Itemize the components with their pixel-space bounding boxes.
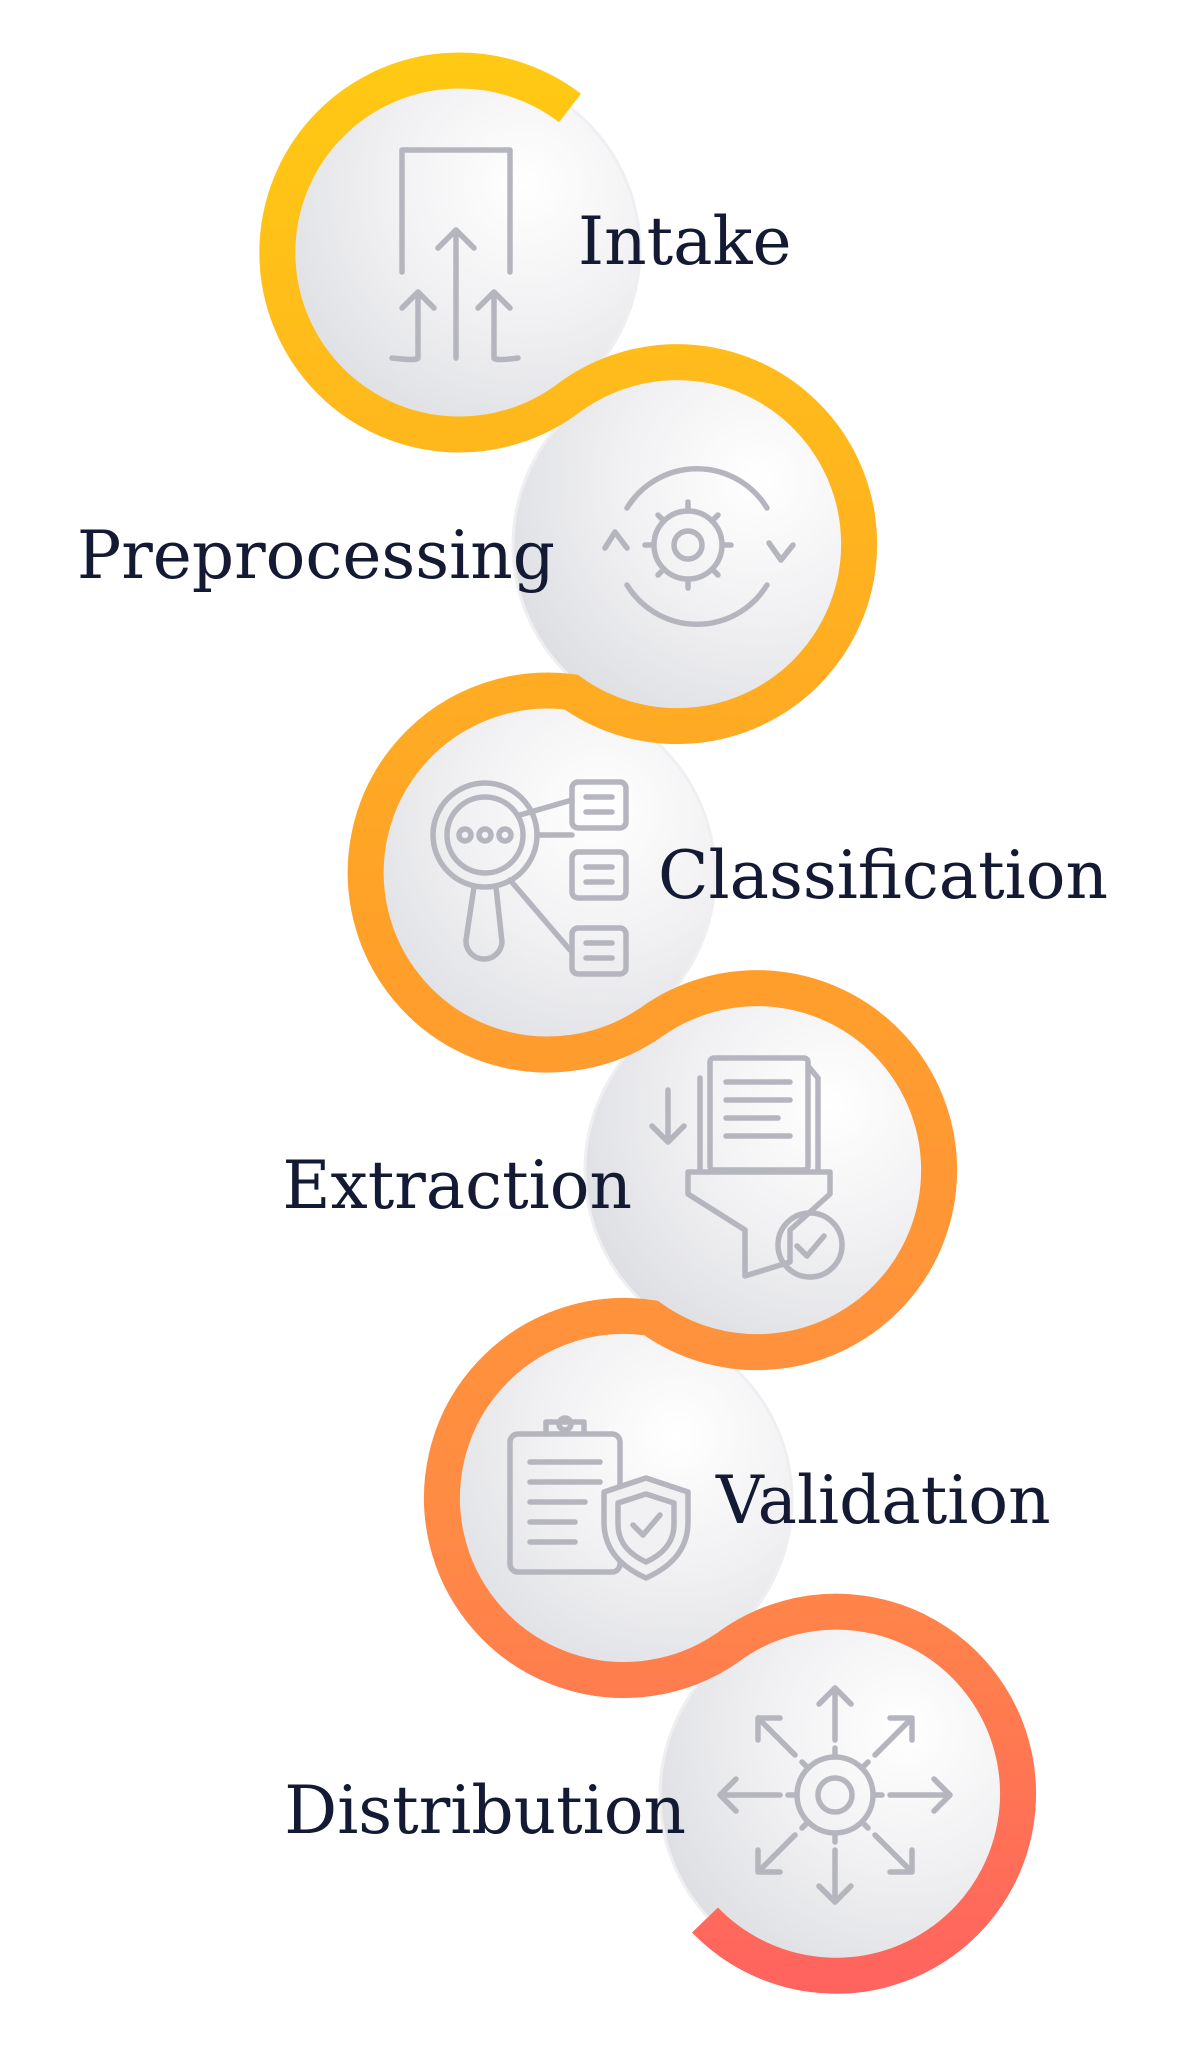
step-discs — [278, 68, 1022, 1977]
magnifier-list-icon — [430, 779, 629, 977]
document-funnel-icon — [649, 1055, 845, 1280]
step-label-classification: Classification — [658, 837, 1108, 914]
step-label-distribution: Distribution — [284, 1772, 686, 1849]
step-label-extraction: Extraction — [282, 1147, 632, 1224]
gear-cycle-icon — [602, 466, 796, 627]
gear-distribute-icon — [717, 1685, 953, 1905]
step-label-preprocessing: Preprocessing — [77, 517, 555, 594]
step-label-intake: Intake — [578, 203, 792, 280]
step-label-validation: Validation — [715, 1462, 1051, 1539]
intake-arrows-icon — [389, 147, 521, 363]
process-ribbon — [259, 52, 1037, 1994]
clipboard-shield-icon — [507, 1415, 691, 1581]
